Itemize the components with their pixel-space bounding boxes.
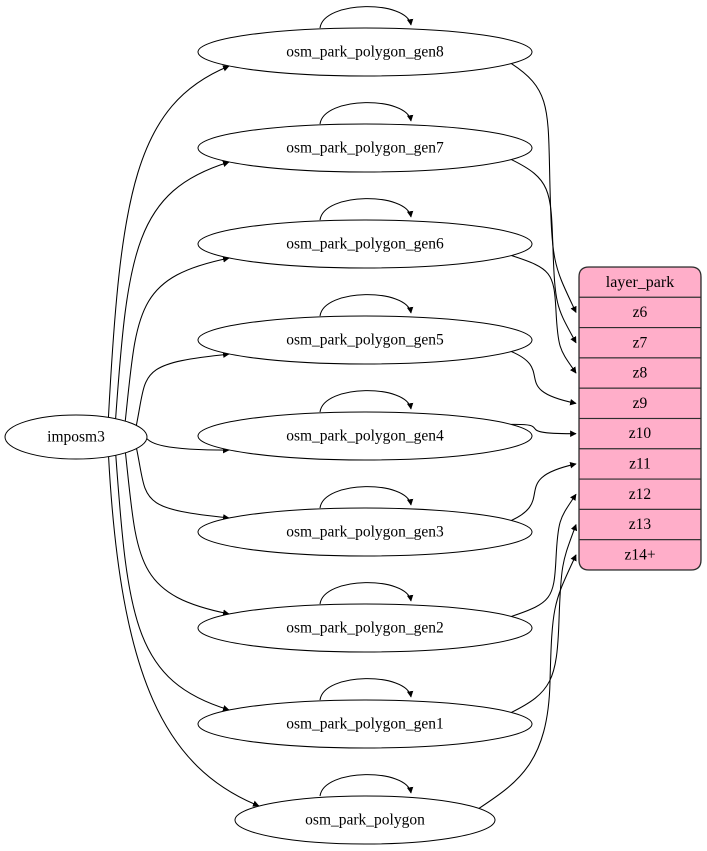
node-gen5[interactable]: osm_park_polygon_gen5: [197, 315, 533, 365]
edge-imposm3-to-gen2: [124, 451, 230, 616]
node-ellipse-gen8[interactable]: [197, 27, 533, 77]
edge-self-loop-gen1: [319, 678, 414, 701]
edge-imposm3-to-gen6: [124, 256, 230, 423]
node-ellipse-gen6[interactable]: [197, 219, 533, 269]
table-row-z12: [579, 478, 701, 510]
node-label-gen2: osm_park_polygon_gen2: [286, 620, 444, 637]
node-gen6[interactable]: osm_park_polygon_gen6: [197, 219, 533, 269]
node-gen3[interactable]: osm_park_polygon_gen3: [197, 507, 533, 557]
table-row-z10: [579, 417, 701, 450]
table-row-label-z8: z8: [633, 365, 648, 382]
edge-gen5-to-z9: [511, 351, 577, 406]
node-ellipse-gen4[interactable]: [197, 411, 533, 461]
source-node-group: imposm3: [4, 414, 148, 460]
node-ellipse-imposm3[interactable]: [4, 414, 148, 460]
edge-self-loop-gen6: [319, 198, 414, 221]
edge-self-loop-gen4: [319, 390, 414, 413]
table-header-label: layer_park: [606, 274, 674, 291]
node-label-gen3: osm_park_polygon_gen3: [286, 524, 444, 541]
node-label-imposm3: imposm3: [47, 429, 105, 446]
edge-imposm3-to-gen7: [115, 160, 230, 420]
node-imposm3[interactable]: imposm3: [4, 414, 148, 460]
node-ellipse-gen5[interactable]: [197, 315, 533, 365]
node-label-base: osm_park_polygon: [305, 812, 425, 829]
edge-imposm3-to-gen8: [107, 65, 230, 418]
node-gen2[interactable]: osm_park_polygon_gen2: [197, 603, 533, 653]
table-row-label-z7: z7: [633, 334, 648, 351]
node-label-gen5: osm_park_polygon_gen5: [286, 332, 444, 349]
edge-gen6-to-z8: [511, 255, 577, 374]
table-row-z9: [579, 387, 701, 420]
node-ellipse-gen2[interactable]: [197, 603, 533, 653]
table-row-label-z9: z9: [633, 395, 648, 412]
node-label-gen8: osm_park_polygon_gen8: [286, 44, 444, 61]
table-row-label-z6: z6: [633, 304, 648, 321]
node-label-gen1: osm_park_polygon_gen1: [286, 716, 444, 733]
edge-self-loop-gen2: [319, 582, 414, 605]
node-gen1[interactable]: osm_park_polygon_gen1: [197, 699, 533, 749]
edge-gen8-to-z6: [511, 63, 577, 314]
table-row-label-z10: z10: [629, 425, 652, 442]
node-label-gen4: osm_park_polygon_gen4: [286, 428, 444, 445]
edge-self-loop-gen8: [319, 6, 414, 29]
node-ellipse-gen3[interactable]: [197, 507, 533, 557]
edge-imposm3-to-gen3: [135, 445, 230, 521]
table-row-z7: [579, 327, 701, 359]
table-row-label-z14+: z14+: [624, 546, 655, 563]
table-row-z14+: [579, 539, 701, 570]
node-group: osm_park_polygon_gen8 osm_park_polygon_ge…: [197, 27, 533, 845]
edge-imposm3-to-base: [108, 456, 260, 807]
edge-gen7-to-z7: [511, 159, 577, 344]
edge-imposm3-to-gen1: [115, 454, 230, 712]
edge-base-to-z14+: [478, 554, 577, 809]
edges-to-layer-table: [478, 63, 578, 809]
table-row-label-z13: z13: [629, 516, 652, 533]
edge-gen1-to-z13: [511, 523, 578, 713]
node-label-gen6: osm_park_polygon_gen6: [286, 236, 444, 253]
edge-gen2-to-z12: [511, 493, 577, 617]
node-ellipse-base[interactable]: [234, 795, 496, 845]
edge-self-loop-gen7: [319, 102, 414, 125]
table-row-z13: [579, 508, 701, 541]
edge-gen3-to-z11: [511, 462, 577, 521]
edge-gen4-to-z10: [511, 423, 577, 437]
edge-self-loop-gen3: [319, 486, 414, 509]
table-row-z11: [579, 448, 701, 480]
node-ellipse-gen7[interactable]: [197, 123, 533, 173]
node-base[interactable]: osm_park_polygon: [234, 795, 496, 845]
node-label-gen7: osm_park_polygon_gen7: [286, 140, 444, 157]
table-row-label-z12: z12: [629, 486, 651, 503]
table-row-label-z11: z11: [629, 456, 651, 473]
edges-self-loops: [319, 6, 414, 797]
node-gen4[interactable]: osm_park_polygon_gen4: [197, 411, 533, 461]
layer-park-table: layer_park z6 z7 z8 z9 z10 z11 z12 z13 z14+: [578, 266, 702, 571]
node-ellipse-gen1[interactable]: [197, 699, 533, 749]
edge-imposm3-to-gen5: [135, 351, 230, 429]
edges-from-imposm3: [107, 65, 260, 807]
node-gen7[interactable]: osm_park_polygon_gen7: [197, 123, 533, 173]
node-gen8[interactable]: osm_park_polygon_gen8: [197, 27, 533, 77]
edge-self-loop-gen5: [319, 294, 414, 317]
edge-self-loop-base: [319, 774, 414, 797]
